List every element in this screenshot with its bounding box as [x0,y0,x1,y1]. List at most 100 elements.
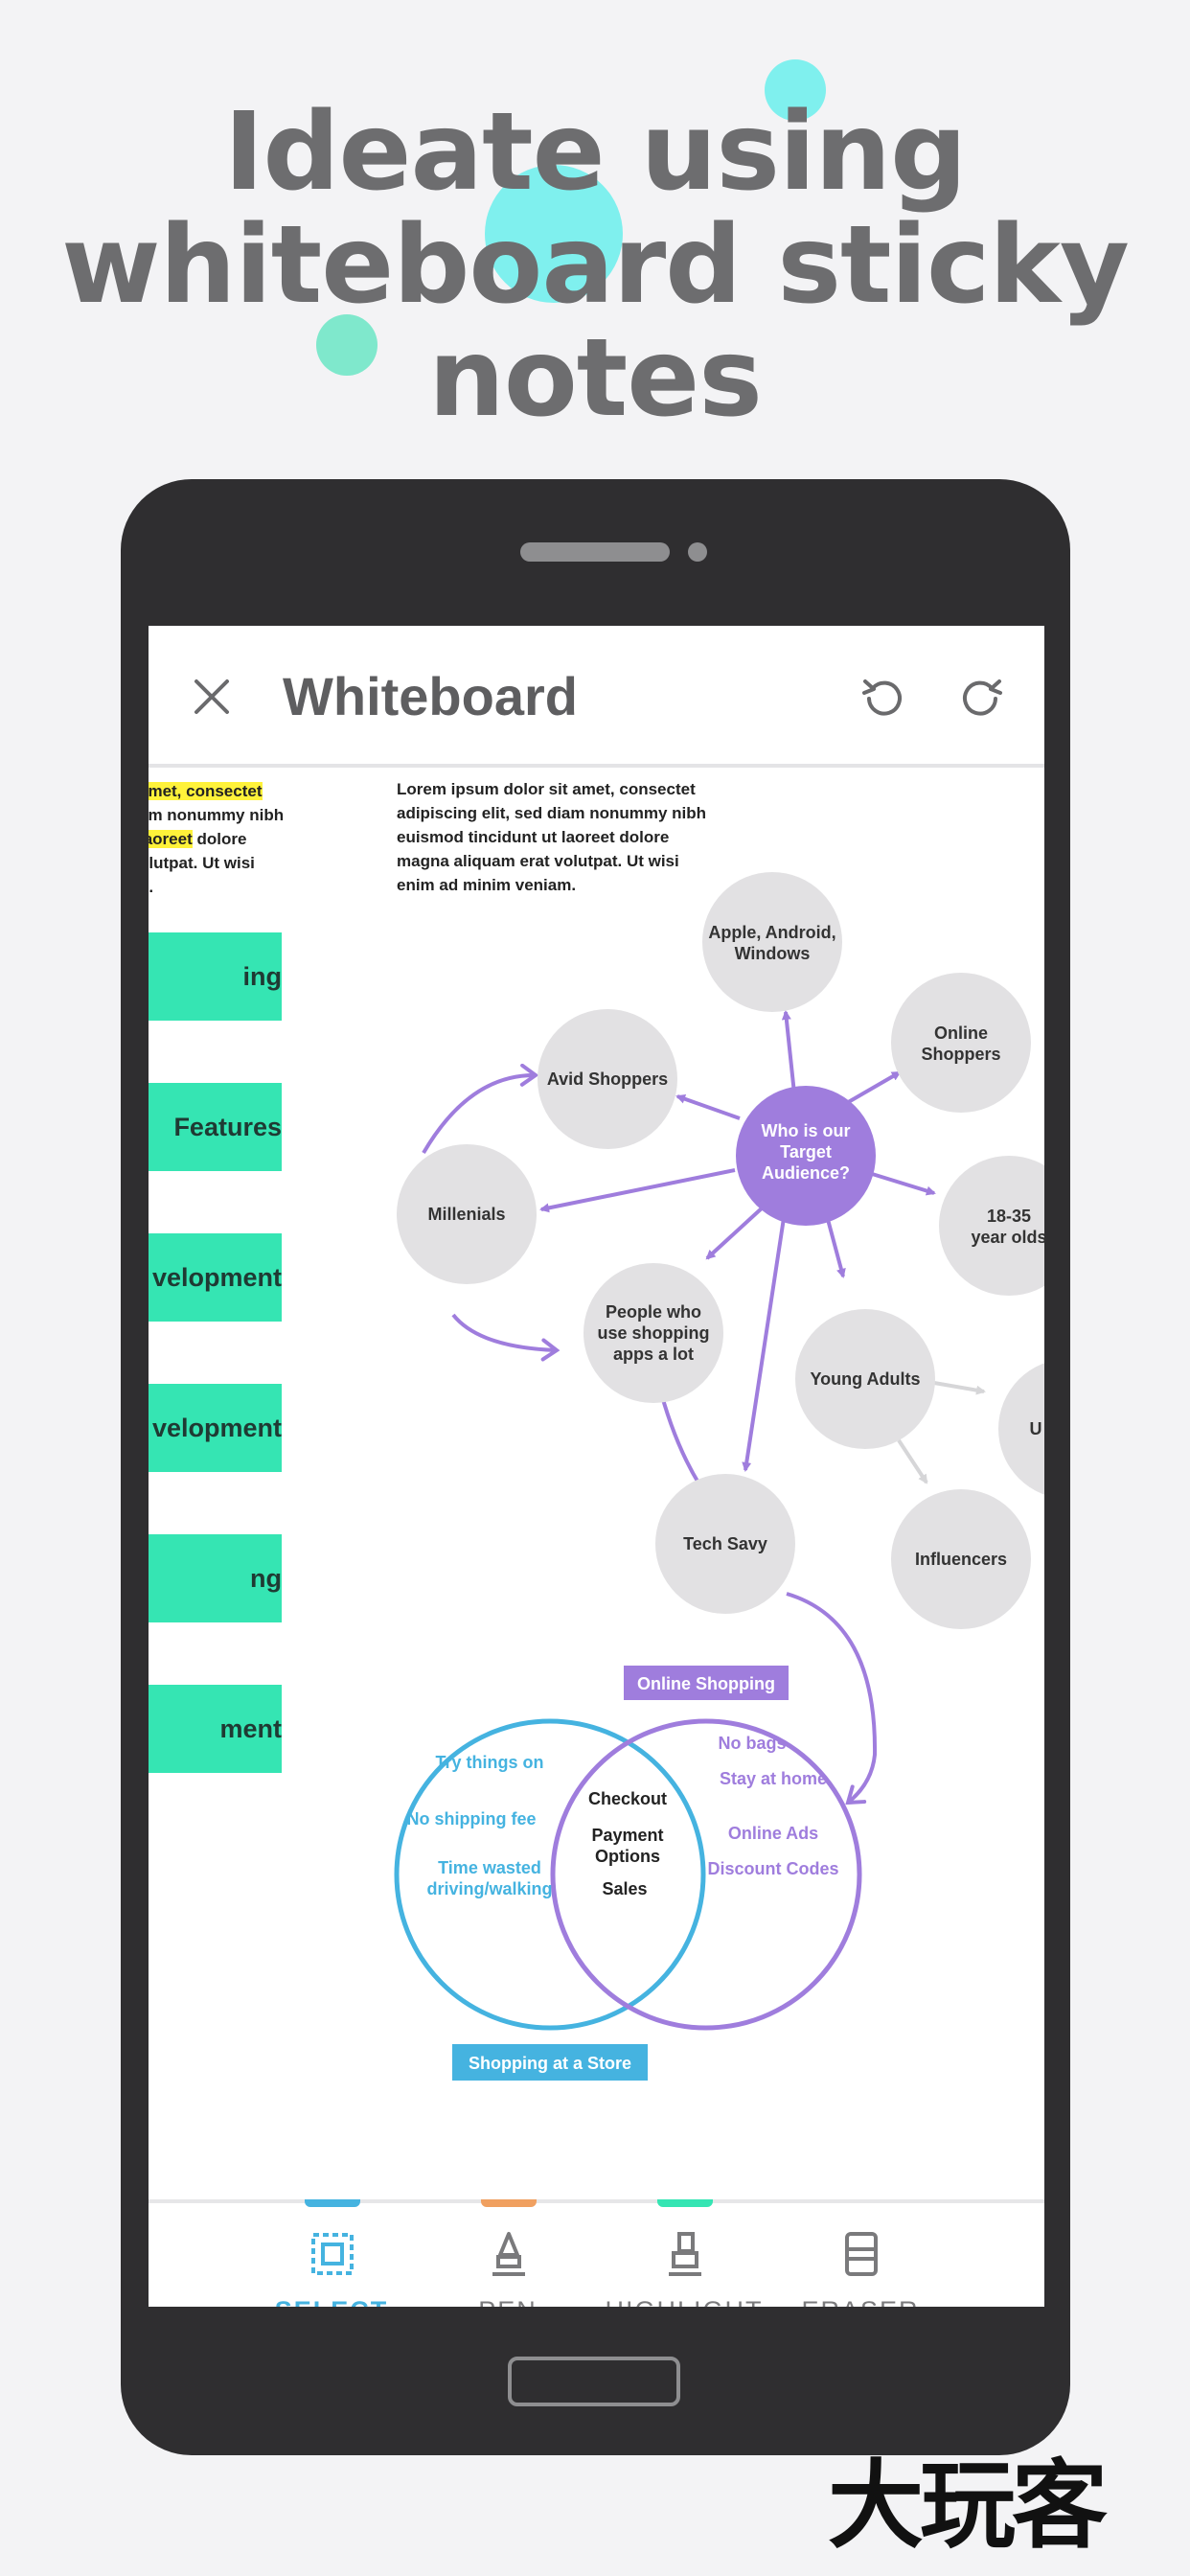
left-text-highlight: laoreet [149,830,193,848]
venn-left-item: Try things on [435,1753,543,1772]
online-shopping-tag [624,1666,789,1700]
lorem-line: enim ad minim veniam. [397,876,577,894]
venn-left-item: No shipping fee [407,1809,537,1828]
left-notes-panel: amet, consectet am nonummy nibh laoreet … [149,768,311,2199]
whiteboard-canvas[interactable]: amet, consectet am nonummy nibh laoreet … [149,768,1044,2199]
tool-eraser[interactable]: ERASER [774,2203,947,2307]
left-text-block: amet, consectet am nonummy nibh laoreet … [149,779,311,899]
highlighter-icon [669,2232,701,2276]
node-label: People who [606,1302,701,1322]
venn-middle-item: Sales [602,1879,647,1898]
venn-middle-item: Checkout [588,1789,667,1808]
node-millenials [397,1144,537,1284]
select-icon [311,2233,354,2275]
venn-middle-item: Payment [591,1826,663,1845]
node-label: Influencers [915,1550,1007,1569]
edge [824,1211,846,1278]
redo-icon[interactable] [955,672,1005,722]
edge [451,1313,561,1362]
center-label: Audience? [762,1163,850,1183]
venn-middle-item: Options [595,1847,660,1866]
node-avid-shoppers [538,1009,677,1149]
venn-left-item: Time wasted [438,1858,541,1877]
center-label: Who is our [762,1121,851,1140]
online-shopping-label: Online Shopping [637,1674,775,1693]
tool-highlight[interactable]: HIGHLIGHT [598,2199,770,2307]
headline-line-2: whiteboard sticky [61,203,1130,328]
decor-dot-large [485,165,623,303]
edge [786,1592,878,1806]
shopping-store-label: Shopping at a Store [469,2054,631,2073]
node-label: Online [934,1024,988,1043]
node-label: Apple, Android, [708,923,835,942]
decor-dot-mint [316,314,378,376]
headline-line-1: Ideate using [223,90,968,215]
node-label: Shoppers [921,1045,1000,1064]
sticky-note[interactable]: velopment [149,1233,282,1322]
left-text-line: amet, consectet [149,782,263,800]
phone-speaker [520,542,670,562]
edge [422,1063,539,1155]
venn-right-item: No bags [718,1734,786,1753]
edge [539,1168,736,1213]
lorem-line: adipiscing elit, sed diam nonummy nibh [397,804,707,822]
watermark-text: 大玩客 [828,2450,1108,2562]
node-label: U [1030,1419,1042,1438]
edge [781,1010,796,1094]
app-bar: Whiteboard [149,626,1044,768]
node-apple [702,872,842,1012]
edge [742,1217,786,1472]
app-screen: Whiteboard amet, consectet am nonummy ni… [149,626,1044,2307]
tool-bar: SELECT PEN HIGHLIGHT [149,2199,1044,2307]
node-tech-savy [655,1474,795,1614]
node-label: Young Adults [811,1369,921,1389]
edge [933,1381,986,1395]
node-people [584,1263,723,1403]
eraser-icon [845,2232,878,2276]
undo-icon[interactable] [859,672,909,722]
venn-store-circle [394,1718,706,2031]
venn-left-item: driving/walking [426,1879,552,1898]
sticky-note[interactable]: ment [149,1685,282,1773]
left-text-line: n. [149,878,154,896]
node-label: use shopping [598,1323,710,1343]
tool-label: HIGHLIGHT [598,2295,770,2307]
sticky-note[interactable]: ing [149,932,282,1021]
mindmap-diagram: Apple, Android, Windows Online Shoppers … [394,872,1044,2081]
sticky-note[interactable]: velopment [149,1384,282,1472]
pen-icon [492,2232,525,2276]
edge [897,1438,928,1484]
left-text-line: olutpat. Ut wisi [149,854,255,872]
tool-pen[interactable]: PEN [422,2199,594,2307]
promo-headline: Ideate using whiteboard sticky notes [0,96,1190,435]
lorem-line: Lorem ipsum dolor sit amet, consectet [397,780,696,798]
node-age [939,1156,1044,1296]
sticky-note[interactable]: ng [149,1534,282,1622]
tool-label: ERASER [774,2295,947,2307]
node-u [998,1363,1044,1495]
node-label: 18-35 [987,1207,1031,1226]
page-title: Whiteboard [283,666,578,726]
close-icon[interactable] [191,676,233,718]
tool-indicator [657,2199,713,2207]
lorem-text-block[interactable]: Lorem ipsum dolor sit amet, consectet ad… [397,777,713,897]
tool-indicator [305,2199,360,2207]
venn-right-item: Online Ads [728,1824,818,1843]
venn-right-item: Discount Codes [707,1859,838,1878]
shopping-store-tag [452,2044,648,2081]
tool-label: SELECT [245,2295,418,2307]
center-label: Target [780,1142,832,1162]
node-center [736,1086,876,1226]
venn-online-circle [550,1718,862,2031]
node-label: Avid Shoppers [547,1070,668,1089]
node-label: apps a lot [613,1345,694,1364]
tool-select[interactable]: SELECT [245,2199,418,2307]
node-label: Tech Savy [683,1534,767,1553]
decor-dot-small-top [765,59,826,121]
phone-home-button[interactable] [508,2357,680,2406]
headline-line-3: notes [428,316,763,441]
sticky-note[interactable]: Features [149,1083,282,1171]
edge [705,1205,766,1260]
node-label: Millenials [427,1205,505,1224]
lorem-line: euismod tincidunt ut laoreet dolore [397,828,670,846]
